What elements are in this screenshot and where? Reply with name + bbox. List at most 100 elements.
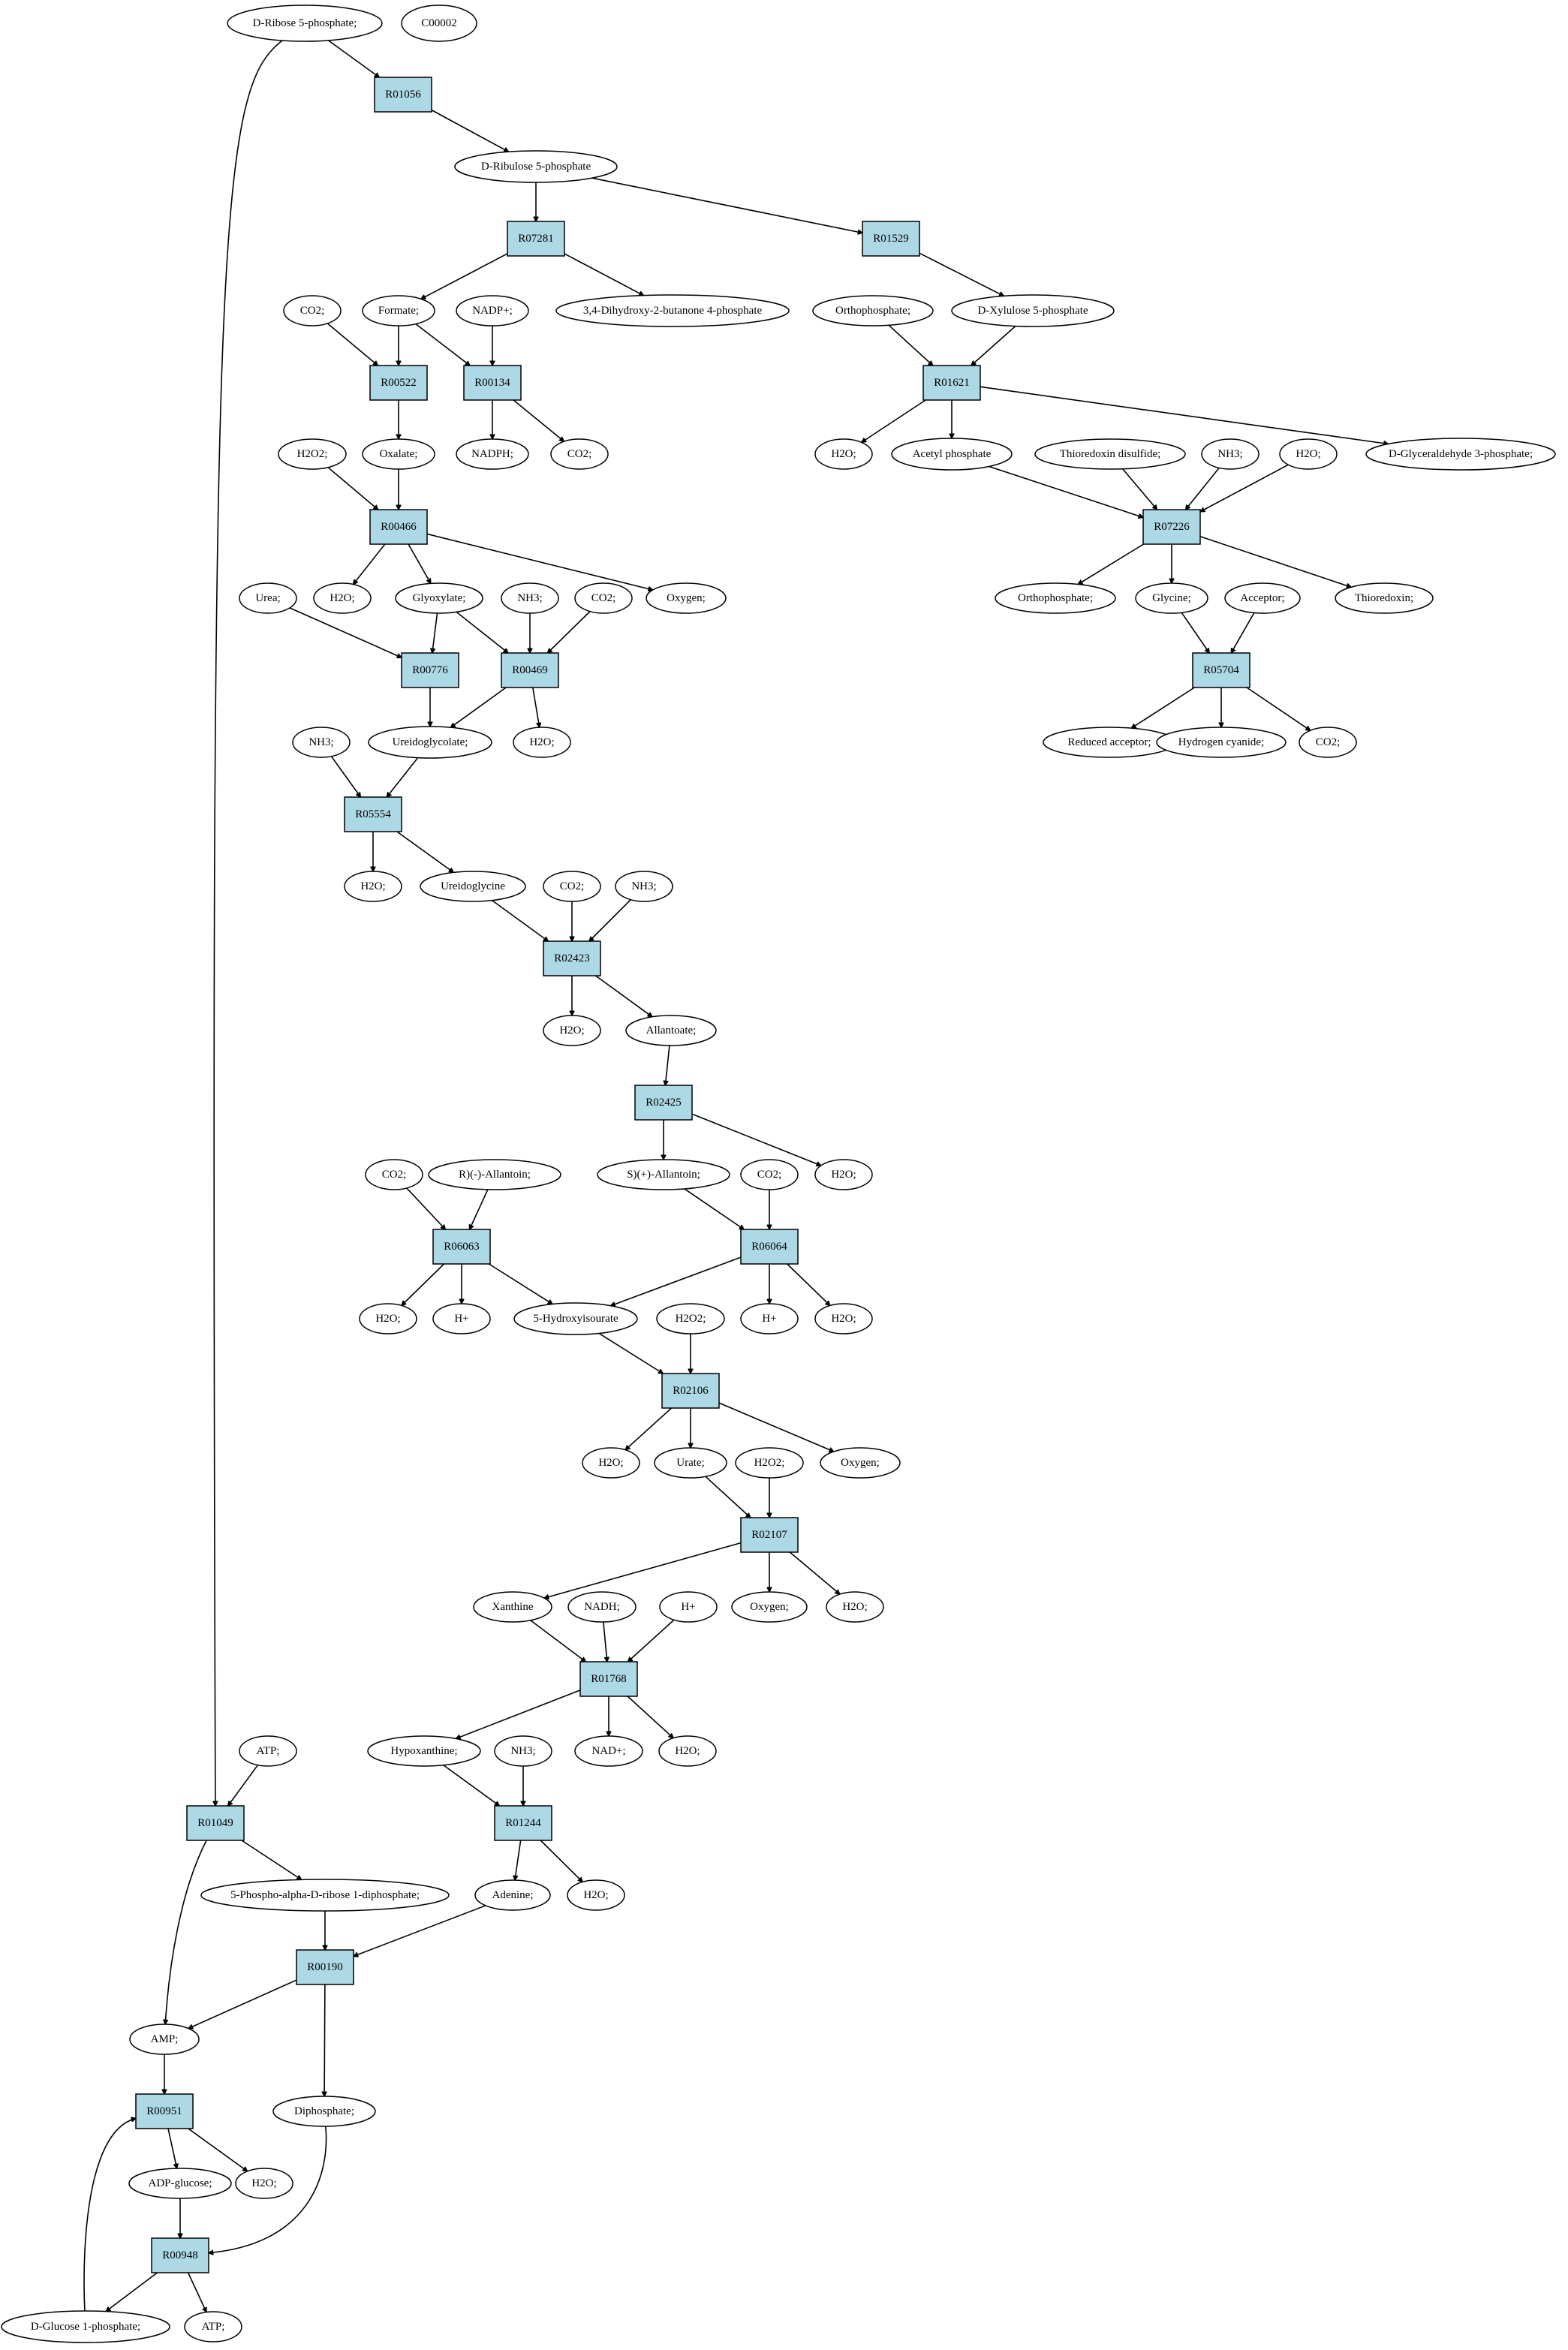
- metabolite-node-h2o2_b[interactable]: H2O2;: [656, 1303, 725, 1334]
- metabolite-node-nadp[interactable]: NADP+;: [456, 295, 529, 326]
- reaction-node-r01529[interactable]: R01529: [862, 221, 920, 257]
- metabolite-node-nad[interactable]: NAD+;: [574, 1735, 643, 1767]
- metabolite-node-hplus_b[interactable]: H+: [740, 1303, 799, 1334]
- metabolite-node-h2o2_a[interactable]: H2O2;: [278, 438, 347, 470]
- reaction-node-r00776[interactable]: R00776: [401, 652, 459, 688]
- metabolite-node-h2o_b[interactable]: H2O;: [1279, 438, 1338, 470]
- reaction-node-r07281[interactable]: R07281: [507, 221, 565, 257]
- metabolite-node-h2o_l[interactable]: H2O;: [658, 1735, 717, 1767]
- metabolite-node-xyl5p[interactable]: D-Xylulose 5-phosphate: [951, 294, 1115, 327]
- reaction-node-r00522[interactable]: R00522: [369, 365, 428, 401]
- metabolite-node-adpglucose[interactable]: ADP-glucose;: [128, 2168, 232, 2199]
- metabolite-node-h2o_e[interactable]: H2O;: [344, 871, 402, 902]
- metabolite-node-hplus_a[interactable]: H+: [432, 1303, 491, 1334]
- metabolite-node-co2_b[interactable]: CO2;: [550, 438, 609, 470]
- metabolite-node-c00002[interactable]: C00002: [401, 5, 477, 42]
- metabolite-node-sallantoin[interactable]: S)(+)-Allantoin;: [597, 1159, 730, 1190]
- metabolite-node-co2_f[interactable]: CO2;: [365, 1159, 423, 1190]
- metabolite-node-amp[interactable]: AMP;: [129, 2024, 200, 2055]
- metabolite-node-co2_a[interactable]: CO2;: [283, 295, 342, 326]
- metabolite-node-h2o_m[interactable]: H2O;: [567, 1879, 625, 1911]
- metabolite-node-g3p[interactable]: D-Glyceraldehyde 3-phosphate;: [1365, 438, 1556, 471]
- metabolite-node-atp_b[interactable]: ATP;: [184, 2311, 242, 2342]
- metabolite-node-nadph[interactable]: NADPH;: [456, 438, 529, 470]
- metabolite-node-xanthine[interactable]: Xanthine: [473, 1591, 552, 1623]
- metabolite-node-h2o_h[interactable]: H2O;: [359, 1303, 417, 1334]
- reaction-node-r00466[interactable]: R00466: [369, 509, 428, 545]
- metabolite-node-orthop_b[interactable]: Orthophosphate;: [995, 582, 1116, 614]
- metabolite-node-thioredoxin[interactable]: Thioredoxin;: [1335, 582, 1434, 614]
- reaction-node-r00948[interactable]: R00948: [151, 2237, 209, 2273]
- metabolite-node-prpp[interactable]: 5-Phospho-alpha-D-ribose 1-diphosphate;: [200, 1879, 450, 1912]
- metabolite-node-hiu[interactable]: 5-Hydroxyisourate: [513, 1302, 638, 1335]
- reaction-node-r01049[interactable]: R01049: [186, 1805, 245, 1841]
- metabolite-ellipse: [128, 2168, 232, 2199]
- metabolite-node-formate[interactable]: Formate;: [362, 295, 435, 326]
- reaction-node-r01621[interactable]: R01621: [922, 365, 981, 401]
- metabolite-node-nh3_e[interactable]: NH3;: [494, 1735, 552, 1767]
- metabolite-node-glycine[interactable]: Glycine;: [1135, 582, 1208, 614]
- reaction-node-r01056[interactable]: R01056: [374, 77, 432, 113]
- metabolite-node-oxygen_b[interactable]: Oxygen;: [820, 1447, 901, 1479]
- metabolite-node-hypoxanthine[interactable]: Hypoxanthine;: [367, 1735, 481, 1767]
- reaction-node-r06063[interactable]: R06063: [432, 1229, 491, 1265]
- reaction-node-r02425[interactable]: R02425: [634, 1085, 693, 1121]
- metabolite-node-h2o_j[interactable]: H2O;: [582, 1447, 640, 1479]
- metabolite-node-thiodis[interactable]: Thioredoxin disulfide;: [1034, 438, 1186, 470]
- metabolite-node-rib5p[interactable]: D-Ribose 5-phosphate;: [227, 5, 383, 42]
- metabolite-node-h2o_k[interactable]: H2O;: [826, 1591, 884, 1623]
- metabolite-node-h2o_n[interactable]: H2O;: [235, 2168, 293, 2199]
- reaction-node-r01244[interactable]: R01244: [494, 1805, 552, 1841]
- metabolite-node-oxalate[interactable]: Oxalate;: [362, 438, 435, 470]
- metabolite-node-g1p[interactable]: D-Glucose 1-phosphate;: [1, 2310, 170, 2343]
- metabolite-node-dhbp[interactable]: 3,4-Dihydroxy-2-butanone 4-phosphate: [555, 294, 790, 327]
- metabolite-node-co2_e[interactable]: CO2;: [543, 871, 601, 902]
- reaction-node-r01768[interactable]: R01768: [579, 1661, 638, 1697]
- reaction-node-r00951[interactable]: R00951: [135, 2093, 194, 2129]
- metabolite-node-ureidoglycolate[interactable]: Ureidoglycolate;: [368, 726, 492, 759]
- metabolite-node-acetylp[interactable]: Acetyl phosphate: [891, 438, 1013, 471]
- metabolite-node-oxygen_a[interactable]: Oxygen;: [646, 582, 727, 614]
- reaction-node-r00469[interactable]: R00469: [501, 652, 559, 688]
- metabolite-node-glyoxylate[interactable]: Glyoxylate;: [395, 582, 483, 614]
- reaction-node-r05554[interactable]: R05554: [344, 796, 402, 832]
- reaction-node-r06064[interactable]: R06064: [740, 1229, 799, 1265]
- metabolite-node-nh3_a[interactable]: NH3;: [1201, 438, 1260, 470]
- metabolite-node-urate[interactable]: Urate;: [654, 1447, 727, 1479]
- metabolite-node-h2o_g[interactable]: H2O;: [814, 1159, 873, 1190]
- metabolite-node-allantoate[interactable]: Allantoate;: [625, 1015, 717, 1046]
- reaction-node-r02106[interactable]: R02106: [661, 1373, 720, 1409]
- reaction-node-r00190[interactable]: R00190: [296, 1949, 354, 1985]
- metabolite-node-h2o_a[interactable]: H2O;: [814, 438, 873, 470]
- reaction-node-r00134[interactable]: R00134: [463, 365, 522, 401]
- metabolite-node-h2o_d[interactable]: H2O;: [513, 727, 571, 758]
- metabolite-node-nh3_c[interactable]: NH3;: [292, 727, 351, 758]
- metabolite-node-co2_c[interactable]: CO2;: [574, 582, 633, 614]
- reaction-node-r07226[interactable]: R07226: [1142, 509, 1201, 545]
- metabolite-node-co2_d[interactable]: CO2;: [1299, 727, 1357, 758]
- metabolite-node-atp_a[interactable]: ATP;: [239, 1735, 297, 1767]
- metabolite-node-adenine[interactable]: Adenine;: [474, 1879, 551, 1911]
- metabolite-node-acceptor[interactable]: Acceptor;: [1224, 582, 1301, 614]
- metabolite-node-redacc[interactable]: Reduced acceptor;: [1043, 727, 1176, 758]
- metabolite-node-co2_g[interactable]: CO2;: [740, 1159, 799, 1190]
- metabolite-node-nadh[interactable]: NADH;: [567, 1591, 637, 1623]
- metabolite-node-h2o_c[interactable]: H2O;: [313, 582, 372, 614]
- metabolite-node-h2o2_c[interactable]: H2O2;: [735, 1447, 804, 1479]
- metabolite-node-urea[interactable]: Urea;: [239, 582, 297, 614]
- metabolite-node-rallantoin[interactable]: R)(-)-Allantoin;: [428, 1159, 561, 1190]
- reaction-node-r02107[interactable]: R02107: [740, 1517, 799, 1553]
- metabolite-node-diphosphate[interactable]: Diphosphate;: [272, 2096, 376, 2127]
- metabolite-node-orthop_a[interactable]: Orthophosphate;: [812, 295, 934, 326]
- metabolite-node-hcn[interactable]: Hydrogen cyanide;: [1156, 727, 1287, 758]
- metabolite-node-nh3_d[interactable]: NH3;: [615, 871, 673, 902]
- metabolite-node-h2o_f[interactable]: H2O;: [543, 1015, 601, 1046]
- reaction-node-r05704[interactable]: R05704: [1192, 652, 1250, 688]
- metabolite-node-h2o_i[interactable]: H2O;: [814, 1303, 873, 1334]
- metabolite-node-oxygen_c[interactable]: Oxygen;: [731, 1591, 808, 1623]
- metabolite-node-hplus_c[interactable]: H+: [659, 1591, 718, 1623]
- metabolite-node-ureidoglycine[interactable]: Ureidoglycine: [420, 871, 526, 902]
- metabolite-node-ribu5p[interactable]: D-Ribulose 5-phosphate: [454, 150, 618, 183]
- reaction-node-r02423[interactable]: R02423: [543, 940, 601, 976]
- metabolite-node-nh3_b[interactable]: NH3;: [501, 582, 559, 614]
